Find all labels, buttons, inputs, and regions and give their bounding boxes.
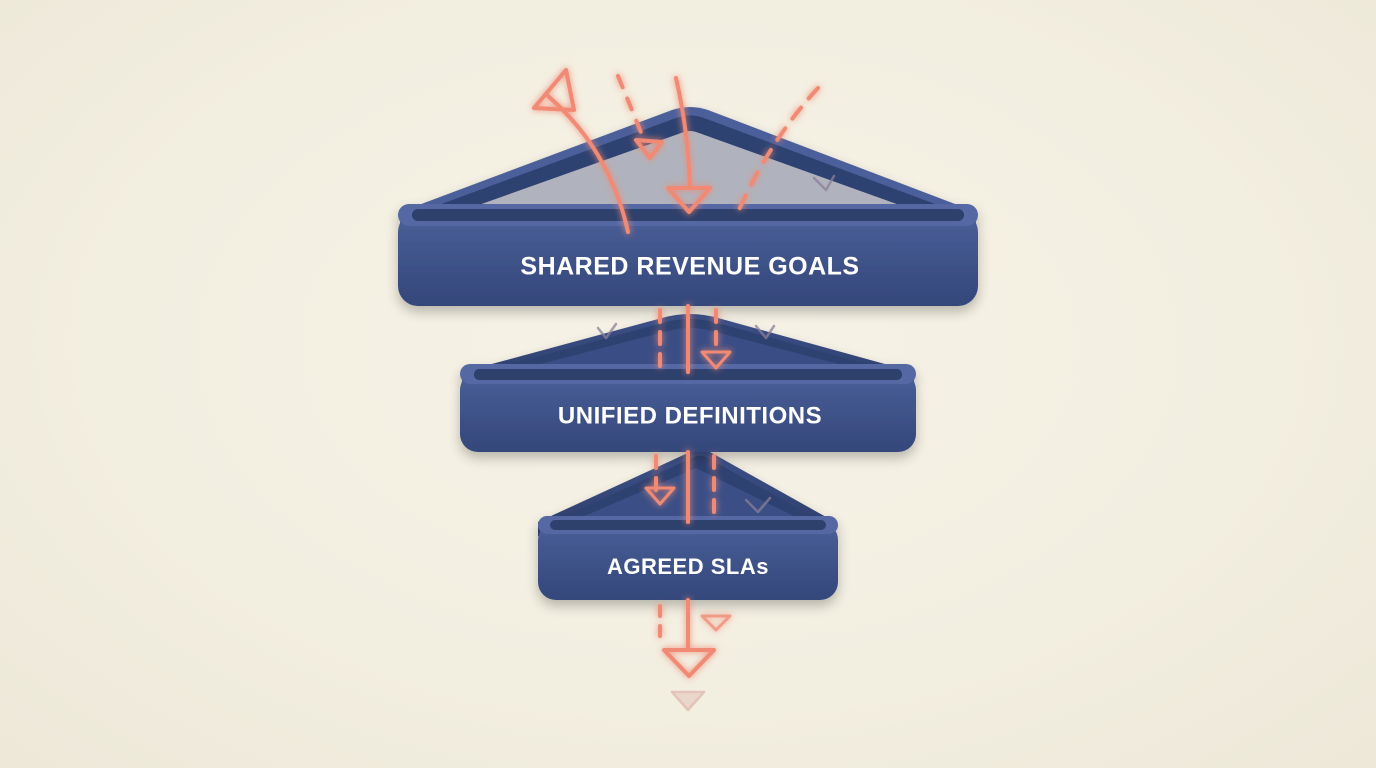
flow-arrows <box>532 68 820 678</box>
tier-1-front <box>398 212 978 306</box>
triangle-down-icon <box>700 350 732 370</box>
tier-3-label: AGREED SLAs <box>607 554 769 579</box>
chevron-down-icon <box>754 324 776 340</box>
dashed-arrow-right <box>736 86 820 214</box>
triangle-down-icon <box>670 690 706 712</box>
triangle-down-icon <box>700 614 732 632</box>
tier-2-front <box>460 372 916 452</box>
tier-1-label: SHARED REVENUE GOALS <box>520 253 859 281</box>
curved-arrow-center <box>674 76 692 188</box>
tier-2-label: UNIFIED DEFINITIONS <box>558 402 822 429</box>
dashed-arrow-top <box>616 74 646 142</box>
chevron-down-icon <box>812 174 836 192</box>
triangle-marker-icon <box>532 68 576 112</box>
triangle-down-icon <box>644 486 676 506</box>
chevron-down-icon <box>596 322 618 340</box>
exit-arrow-head <box>662 648 716 678</box>
triangle-down-icon <box>666 186 712 214</box>
tier-3-front <box>538 522 838 600</box>
faint-markers <box>596 174 836 712</box>
chevron-down-icon <box>744 496 772 514</box>
triangle-down-icon <box>634 138 664 160</box>
